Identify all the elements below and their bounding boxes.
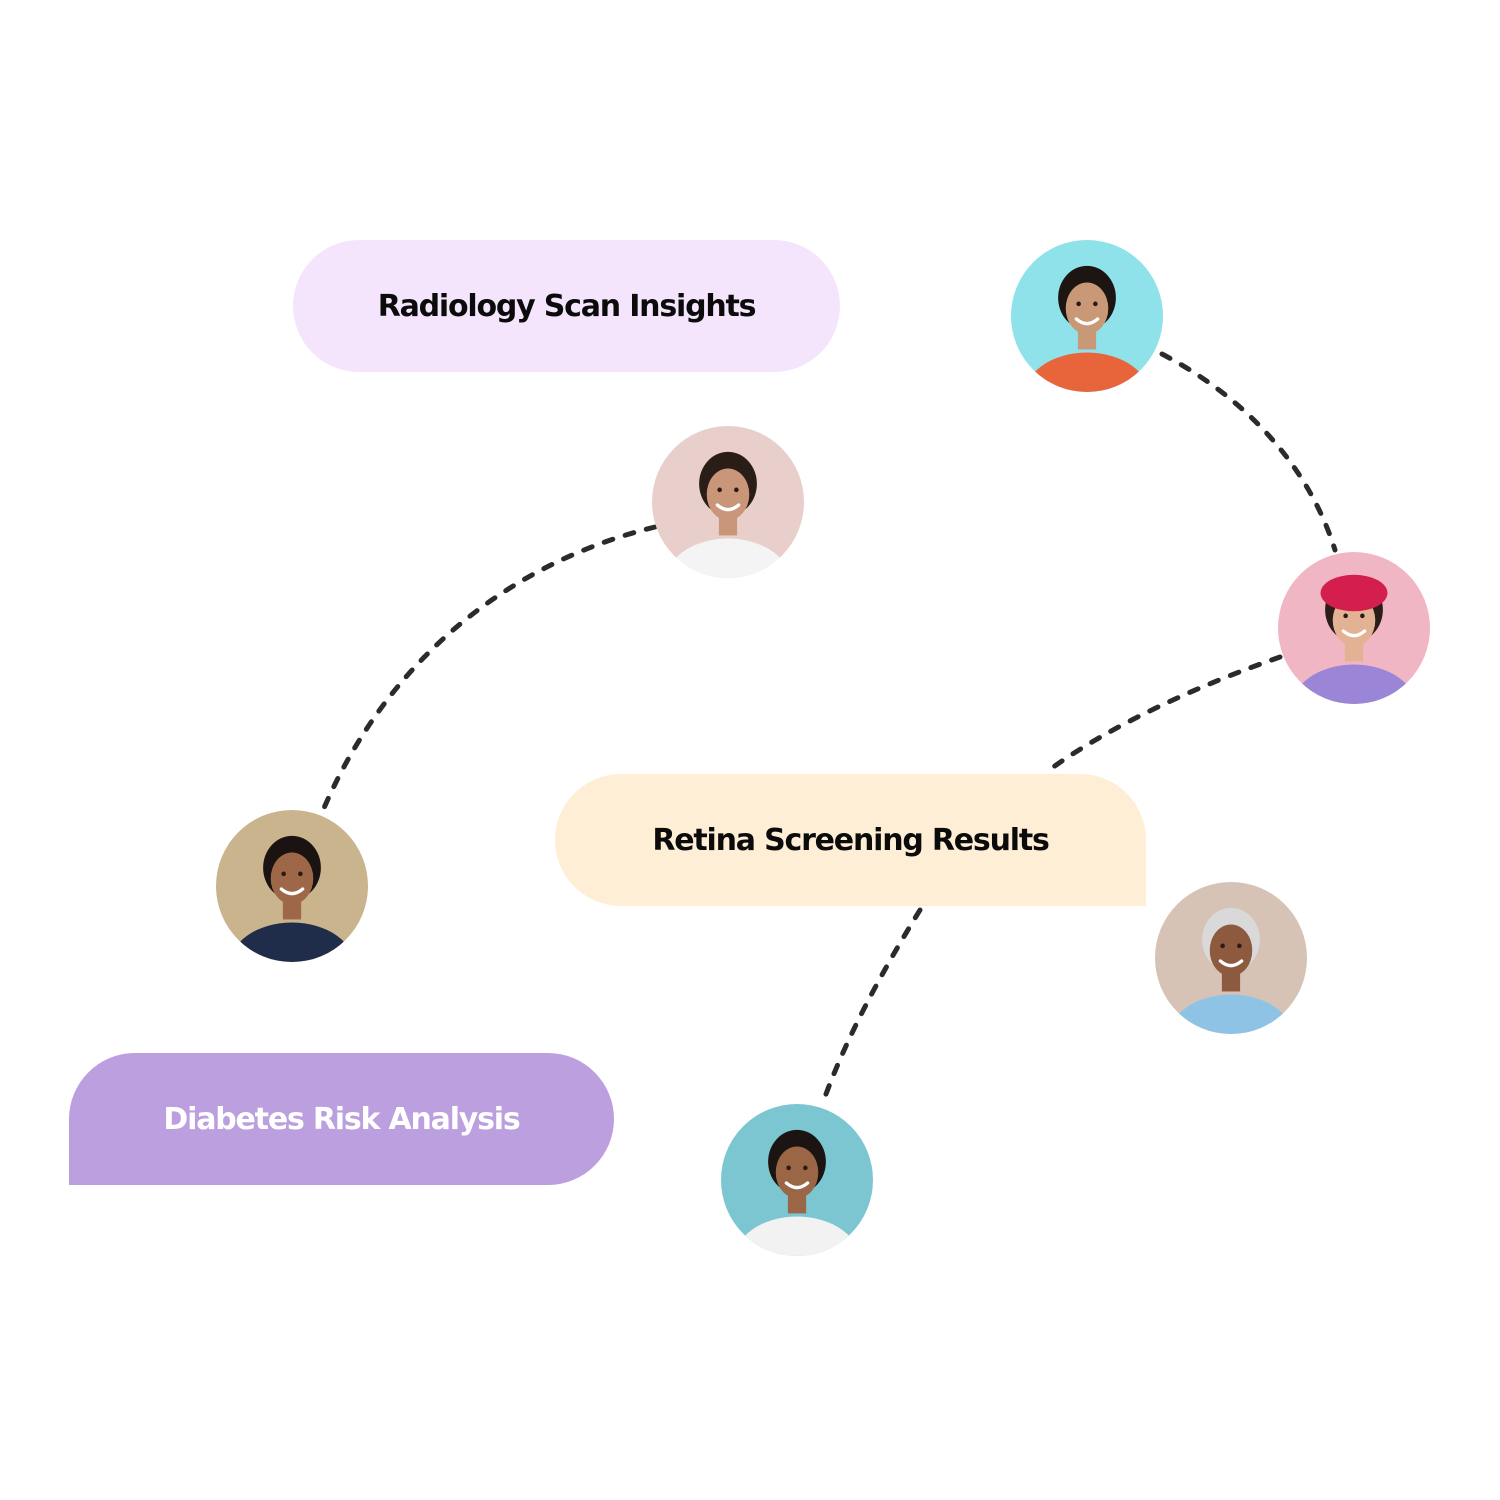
portrait-image (216, 810, 368, 962)
portrait-image (1011, 240, 1163, 392)
portrait-eye (1237, 943, 1242, 949)
avatar-girl-red-beret[interactable] (1278, 552, 1430, 704)
avatar-woman-cyan-bg[interactable] (1011, 240, 1163, 392)
portrait-eye (1220, 943, 1225, 949)
portrait-image (652, 426, 804, 578)
card-diabetes-risk-analysis[interactable]: Diabetes Risk Analysis (69, 1053, 614, 1185)
portrait-eye (803, 1165, 808, 1171)
portrait-face (1209, 924, 1253, 977)
portrait-clothing (664, 538, 792, 578)
portrait-eye (298, 871, 303, 877)
portrait-face (270, 852, 314, 905)
portrait-eye (734, 487, 739, 493)
card-label: Radiology Scan Insights (377, 288, 757, 324)
portrait-smile (279, 887, 305, 896)
portrait-face (775, 1146, 819, 1199)
portrait-clothing (733, 1216, 861, 1256)
portrait-smile (715, 503, 741, 512)
portrait-image (721, 1104, 873, 1256)
portrait-hat (1320, 574, 1388, 612)
card-radiology-scan-insights[interactable]: Radiology Scan Insights (293, 240, 840, 372)
portrait-eye (717, 487, 722, 493)
portrait-clothing (1167, 994, 1295, 1034)
portrait-eye (1076, 301, 1081, 307)
connector-doctor-to-blazer (318, 524, 658, 818)
connector-beret-to-retina (1042, 654, 1283, 776)
portrait-eye (1093, 301, 1098, 307)
portrait-face (706, 468, 750, 521)
avatar-doctor-man-scrubs[interactable] (721, 1104, 873, 1256)
portrait-image (1278, 552, 1430, 704)
portrait-eye (786, 1165, 791, 1171)
avatar-doctor-woman-clinic[interactable] (652, 426, 804, 578)
portrait-smile (1218, 959, 1244, 968)
card-label: Diabetes Risk Analysis (163, 1101, 520, 1137)
connector-cyan-to-beret (1159, 351, 1338, 553)
portrait-image (1155, 882, 1307, 1034)
portrait-clothing (1290, 664, 1418, 704)
portrait-clothing (228, 922, 356, 962)
connector-retina-to-scrubs (819, 907, 923, 1108)
card-label: Retina Screening Results (652, 822, 1049, 858)
portrait-eye (1343, 613, 1348, 619)
portrait-face (1065, 282, 1109, 335)
portrait-smile (1074, 317, 1100, 326)
portrait-eye (281, 871, 286, 877)
avatar-woman-navy-blazer[interactable] (216, 810, 368, 962)
portrait-eye (1360, 613, 1365, 619)
card-retina-screening-results[interactable]: Retina Screening Results (555, 774, 1146, 906)
portrait-clothing (1023, 352, 1151, 392)
portrait-smile (784, 1181, 810, 1190)
portrait-smile (1341, 629, 1367, 638)
avatar-elderly-man-gown[interactable] (1155, 882, 1307, 1034)
